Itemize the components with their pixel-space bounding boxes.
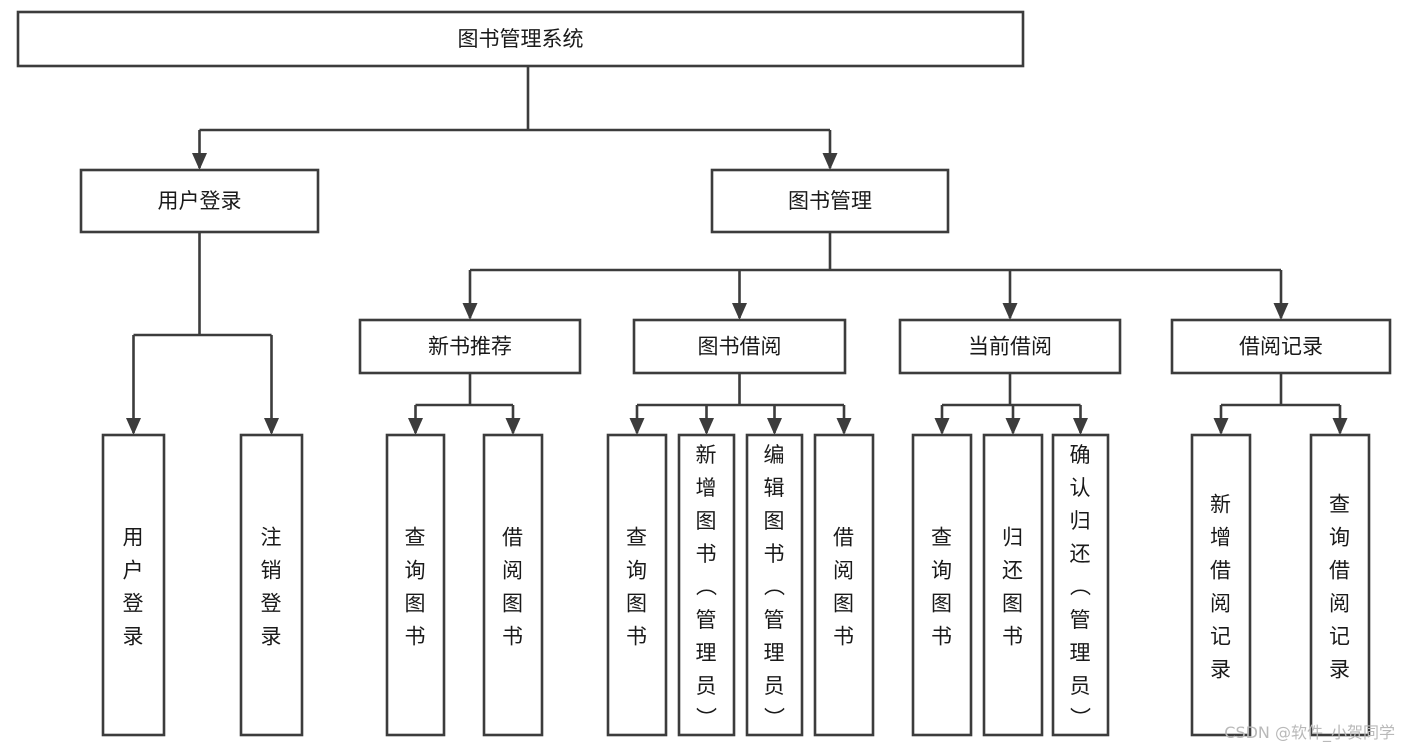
arrow-head-icon-userlogin-leaf-0 xyxy=(126,418,141,435)
arrow-head-icon-new-book-recommend-leaf-1 xyxy=(505,418,521,435)
arrow-head-icon-level3-1 xyxy=(732,303,747,320)
node-leaf-add-book[interactable]: 新增图书（管理员） xyxy=(677,433,736,737)
arrow-head-icon-borrow-record-leaf-0 xyxy=(1213,418,1229,435)
node-root-label: 图书管理系统 xyxy=(458,27,584,51)
node-leaf-query-book-1[interactable]: 查询图书 xyxy=(385,433,446,737)
node-book-manage-rect[interactable] xyxy=(710,168,950,234)
node-leaf-query-book-2[interactable]: 查询图书 xyxy=(606,433,668,737)
node-leaf-user-logout-rect[interactable] xyxy=(239,433,304,737)
node-leaf-return-book-rect[interactable] xyxy=(982,433,1044,737)
node-leaf-borrow-book-1[interactable]: 借阅图书 xyxy=(482,433,544,737)
node-user-login[interactable]: 用户登录 xyxy=(79,168,320,234)
node-leaf-user-login-rect[interactable] xyxy=(101,433,166,737)
node-leaf-user-login-label: 用户登录 xyxy=(123,526,145,649)
arrow-head-icon-userlogin-leaf-1 xyxy=(264,418,279,435)
node-leaf-return-book-label: 归还图书 xyxy=(1002,526,1024,649)
node-leaf-add-record[interactable]: 新增借阅记录 xyxy=(1190,433,1252,737)
node-leaf-query-record-label: 查询借阅记录 xyxy=(1329,493,1351,682)
node-leaf-query-book-1-label: 查询图书 xyxy=(405,526,427,649)
arrow-head-icon-level2-0 xyxy=(192,153,207,170)
arrow-head-icon-level3-3 xyxy=(1273,303,1289,320)
node-leaf-edit-book-label: 编辑图书（管理员） xyxy=(764,443,786,731)
node-leaf-confirm-return[interactable]: 确认归还（管理员） xyxy=(1051,433,1110,737)
node-new-book-recommend-label: 新书推荐 xyxy=(428,335,512,359)
node-leaf-add-book-label: 新增图书（管理员） xyxy=(696,443,718,731)
node-leaf-query-book-3-label: 查询图书 xyxy=(931,526,953,649)
node-leaf-add-book-rect[interactable] xyxy=(677,433,736,737)
node-book-manage[interactable]: 图书管理 xyxy=(710,168,950,234)
node-leaf-query-record-rect[interactable] xyxy=(1309,433,1371,737)
node-leaf-edit-book-rect[interactable] xyxy=(745,433,804,737)
node-root-system[interactable]: 图书管理系统 xyxy=(16,10,1025,68)
arrow-head-icon-level3-0 xyxy=(462,303,478,320)
node-leaf-borrow-book-1-rect[interactable] xyxy=(482,433,544,737)
node-leaf-add-record-rect[interactable] xyxy=(1190,433,1252,737)
arrow-head-icon-current-borrow-leaf-0 xyxy=(934,418,950,435)
node-root-system-rect[interactable] xyxy=(16,10,1025,68)
node-leaf-borrow-book-2-rect[interactable] xyxy=(813,433,875,737)
node-leaf-user-login[interactable]: 用户登录 xyxy=(101,433,166,737)
node-user-login-rect[interactable] xyxy=(79,168,320,234)
node-leaf-borrow-book-2[interactable]: 借阅图书 xyxy=(813,433,875,737)
node-leaf-user-logout-label: 注销登录 xyxy=(261,526,283,649)
arrow-head-icon-new-book-recommend-leaf-0 xyxy=(408,418,423,435)
node-leaf-add-record-label: 新增借阅记录 xyxy=(1210,493,1232,682)
node-leaf-confirm-return-rect[interactable] xyxy=(1051,433,1110,737)
node-leaf-user-logout[interactable]: 注销登录 xyxy=(239,433,304,737)
arrow-head-icon-book-borrow-leaf-0 xyxy=(629,418,645,435)
node-leaf-borrow-book-1-label: 借阅图书 xyxy=(502,526,524,649)
node-borrow-record[interactable]: 借阅记录 xyxy=(1170,318,1392,375)
node-leaf-confirm-return-label: 确认归还（管理员） xyxy=(1070,443,1092,731)
arrow-head-icon-level2-1 xyxy=(822,153,838,170)
node-borrow-record-label: 借阅记录 xyxy=(1239,335,1323,359)
node-user-login-label: 用户登录 xyxy=(158,189,242,213)
arrow-head-icon-current-borrow-leaf-2 xyxy=(1073,418,1088,435)
node-leaf-query-book-2-label: 查询图书 xyxy=(626,526,648,649)
node-borrow-record-rect[interactable] xyxy=(1170,318,1392,375)
nodes-layer: 图书管理系统用户登录图书管理新书推荐图书借阅当前借阅借阅记录用户登录注销登录查询… xyxy=(16,10,1392,737)
node-leaf-query-book-1-rect[interactable] xyxy=(385,433,446,737)
arrow-head-icon-borrow-record-leaf-1 xyxy=(1332,418,1348,435)
node-leaf-borrow-book-2-label: 借阅图书 xyxy=(833,526,855,649)
node-book-borrow-rect[interactable] xyxy=(632,318,847,375)
arrow-head-icon-current-borrow-leaf-1 xyxy=(1005,418,1021,435)
node-current-borrow[interactable]: 当前借阅 xyxy=(898,318,1122,375)
node-book-borrow-label: 图书借阅 xyxy=(698,335,782,359)
arrow-head-icon-book-borrow-leaf-3 xyxy=(836,418,852,435)
node-current-borrow-label: 当前借阅 xyxy=(968,335,1052,359)
arrow-head-icon-book-borrow-leaf-2 xyxy=(767,418,782,435)
node-leaf-query-record[interactable]: 查询借阅记录 xyxy=(1309,433,1371,737)
node-new-book-recommend[interactable]: 新书推荐 xyxy=(358,318,582,375)
node-leaf-query-book-3-rect[interactable] xyxy=(911,433,973,737)
node-leaf-query-book-2-rect[interactable] xyxy=(606,433,668,737)
node-leaf-return-book[interactable]: 归还图书 xyxy=(982,433,1044,737)
arrow-head-icon-book-borrow-leaf-1 xyxy=(699,418,714,435)
node-current-borrow-rect[interactable] xyxy=(898,318,1122,375)
node-book-manage-label: 图书管理 xyxy=(788,189,872,213)
node-new-book-recommend-rect[interactable] xyxy=(358,318,582,375)
edges-layer xyxy=(126,66,1348,435)
node-leaf-query-book-3[interactable]: 查询图书 xyxy=(911,433,973,737)
node-book-borrow[interactable]: 图书借阅 xyxy=(632,318,847,375)
arrow-head-icon-level3-2 xyxy=(1002,303,1018,320)
node-leaf-edit-book[interactable]: 编辑图书（管理员） xyxy=(745,433,804,737)
